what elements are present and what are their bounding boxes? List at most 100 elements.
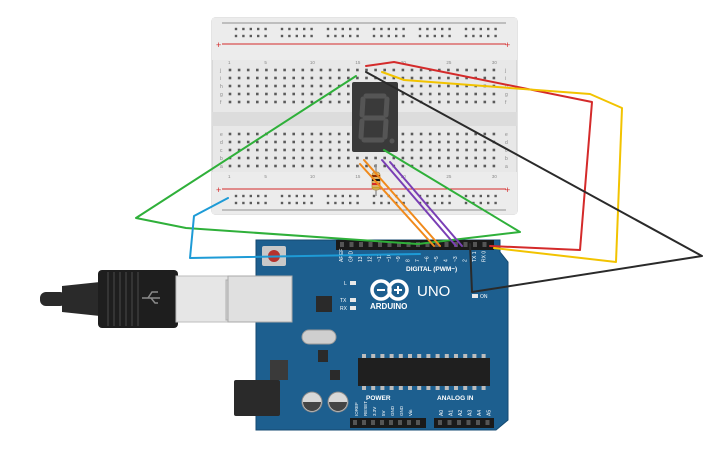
row-letter: a bbox=[220, 164, 223, 170]
header-pins[interactable] bbox=[340, 242, 490, 425]
digital-pin-label: ~5 bbox=[434, 256, 440, 262]
column-number: 25 bbox=[446, 174, 452, 179]
digital-pin-label: 4 bbox=[444, 259, 450, 262]
wire-purple-2[interactable] bbox=[389, 161, 463, 247]
row-letter: e bbox=[220, 132, 223, 138]
digital-pin-label: ~9 bbox=[396, 256, 402, 262]
row-letter: b bbox=[505, 156, 508, 162]
power-pin-label: GND bbox=[399, 405, 404, 416]
wire-orange-2[interactable] bbox=[359, 163, 435, 247]
power-pin-label: Vin bbox=[408, 409, 413, 416]
rail-plus-label-left: + bbox=[216, 40, 221, 50]
column-number: 25 bbox=[446, 60, 452, 65]
decimal-point bbox=[389, 138, 395, 144]
power-pin-label: 5V bbox=[381, 410, 386, 416]
wire-green[interactable] bbox=[135, 75, 521, 245]
digital-pin-label: TX 1 bbox=[472, 251, 478, 262]
usb-cable[interactable] bbox=[40, 270, 255, 328]
row-letter: h bbox=[220, 84, 223, 90]
analog-pin-label: A3 bbox=[468, 410, 474, 416]
usb-port bbox=[227, 275, 293, 323]
wire-blue[interactable] bbox=[189, 197, 421, 259]
row-letter: b bbox=[220, 156, 223, 162]
digital-pin-label: ~3 bbox=[453, 256, 459, 262]
digital-pin-label: 2 bbox=[463, 259, 469, 262]
column-number: 15 bbox=[355, 174, 361, 179]
display-segments bbox=[358, 93, 390, 143]
power-pin-label: 3.3V bbox=[372, 407, 377, 416]
column-number: 1 bbox=[228, 60, 231, 65]
digital-pin-label: 13 bbox=[358, 256, 364, 262]
digital-pin-label: ~11 bbox=[377, 254, 383, 262]
analog-header[interactable] bbox=[434, 418, 494, 428]
usb-chip bbox=[316, 296, 332, 312]
rx-led bbox=[350, 306, 356, 310]
digital-pin-label: GND bbox=[349, 251, 355, 263]
wire-red[interactable] bbox=[365, 61, 593, 251]
power-pin-label: IOREF bbox=[354, 402, 359, 416]
l-led-label: L bbox=[344, 281, 347, 287]
seven-segment-display[interactable] bbox=[352, 82, 398, 152]
row-letter: a bbox=[505, 164, 508, 170]
column-number: 30 bbox=[492, 60, 498, 65]
regulator bbox=[318, 350, 328, 362]
arduino-brand: ARDUINO bbox=[370, 302, 407, 311]
analog-pin-label: A5 bbox=[487, 410, 493, 416]
row-letter: d bbox=[505, 140, 508, 146]
rail-plus-label-left-bottom: + bbox=[216, 185, 221, 195]
crystal bbox=[301, 329, 337, 345]
on-led bbox=[472, 294, 478, 298]
digital-pin-label: 12 bbox=[368, 256, 374, 262]
digital-pin-label: ~10 bbox=[387, 253, 393, 262]
usb-b-metal bbox=[175, 275, 229, 323]
row-letter: d bbox=[220, 140, 223, 146]
row-letter: j bbox=[504, 68, 506, 74]
tx-led bbox=[350, 298, 356, 302]
wire-black[interactable] bbox=[365, 71, 703, 293]
row-letter: i bbox=[505, 76, 506, 82]
top-power-rail[interactable] bbox=[212, 18, 517, 60]
analog-pin-label: A1 bbox=[449, 410, 455, 416]
row-letter: c bbox=[220, 148, 223, 154]
tx-led-label: TX bbox=[340, 298, 347, 304]
digital-pin-label: RX 0 bbox=[482, 251, 488, 262]
column-number: 5 bbox=[264, 174, 267, 179]
l-led bbox=[350, 281, 356, 285]
breadboard-holes[interactable] bbox=[228, 27, 497, 205]
digital-pin-label: 7 bbox=[415, 259, 421, 262]
digital-pin-label: ~6 bbox=[425, 256, 431, 262]
wire-yellow[interactable] bbox=[381, 71, 623, 263]
analog-label: ANALOG IN bbox=[437, 395, 474, 402]
row-letter: f bbox=[505, 100, 507, 106]
power-pin-label: RESET bbox=[363, 401, 368, 416]
column-number: 5 bbox=[264, 60, 267, 65]
digital-header[interactable] bbox=[336, 240, 494, 250]
analog-pin-label: A0 bbox=[439, 410, 445, 416]
usb-symbol-icon bbox=[142, 291, 160, 304]
power-header[interactable] bbox=[350, 418, 426, 428]
small-chip bbox=[330, 370, 340, 380]
arduino-model: UNO bbox=[417, 283, 450, 300]
wires[interactable] bbox=[135, 61, 703, 293]
wire-orange-1[interactable] bbox=[363, 159, 441, 247]
bottom-power-rail[interactable] bbox=[212, 172, 517, 214]
wire-purple-1[interactable] bbox=[381, 159, 457, 247]
voltage-regulator bbox=[270, 360, 288, 380]
arduino-logo-icon bbox=[370, 279, 409, 301]
atmega-chip bbox=[358, 358, 490, 386]
power-pin-label: GND bbox=[390, 405, 395, 416]
column-number: 1 bbox=[228, 174, 231, 179]
usb-cable-neck bbox=[62, 282, 100, 316]
rx-led-label: RX bbox=[340, 306, 348, 312]
row-letter: f bbox=[220, 100, 222, 106]
column-number: 30 bbox=[492, 174, 498, 179]
digital-pin-label: 8 bbox=[406, 259, 412, 262]
column-number: 15 bbox=[355, 60, 361, 65]
rail-plus-label-right: + bbox=[505, 40, 510, 50]
row-letter: c bbox=[505, 148, 508, 154]
